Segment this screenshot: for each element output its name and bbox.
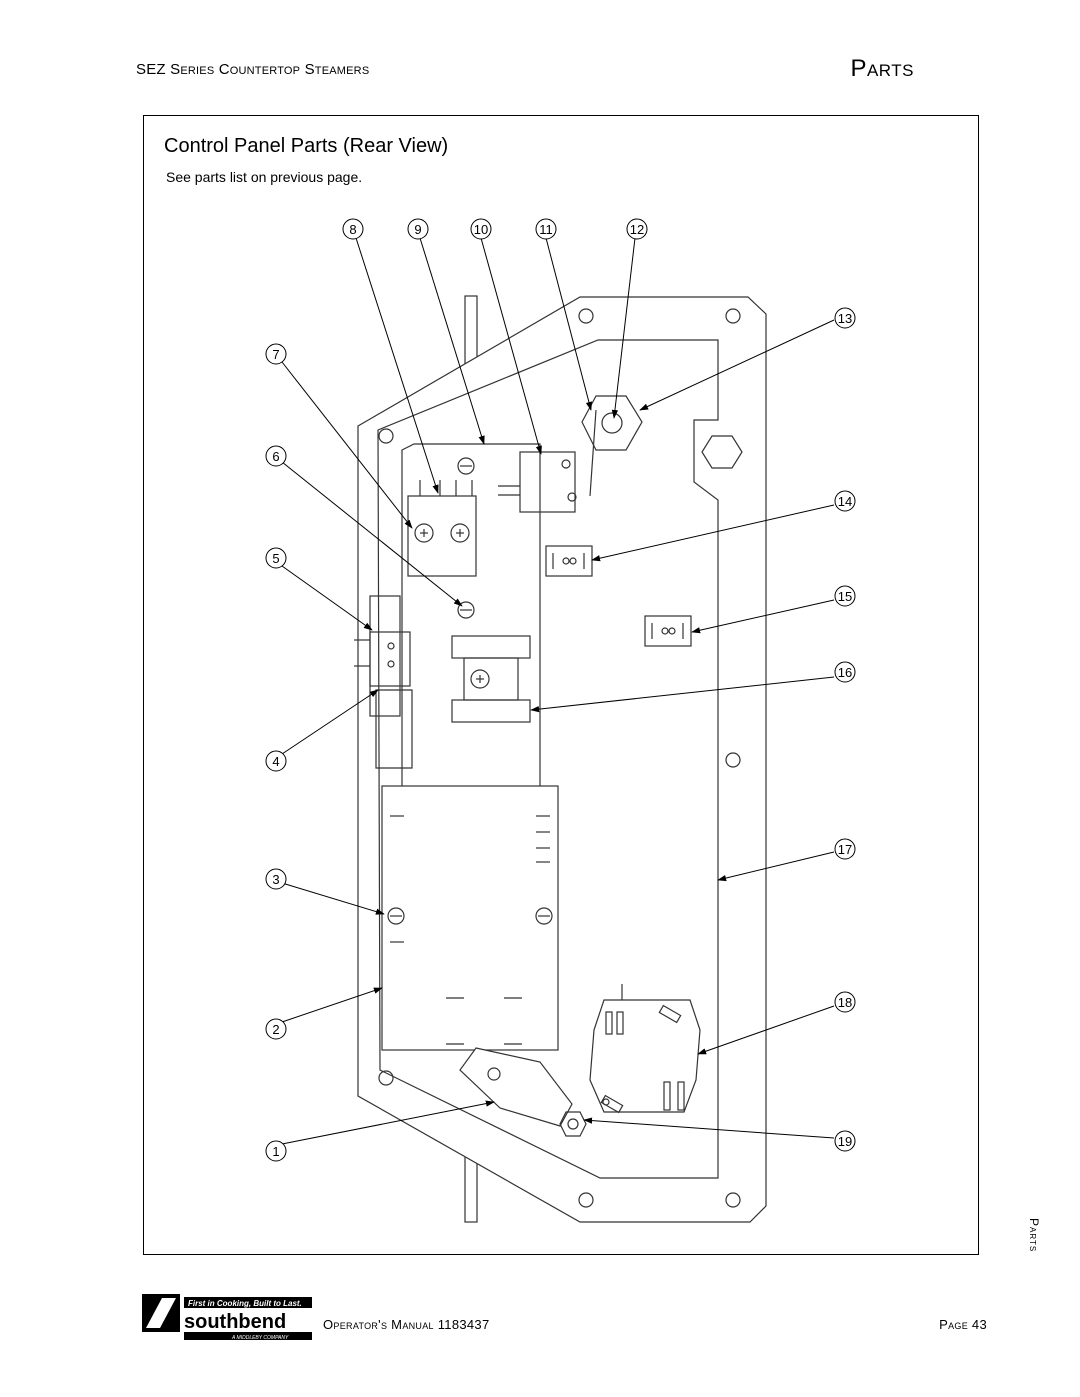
callout-15	[834, 585, 856, 607]
callout-label: 13	[838, 311, 852, 326]
callout-label: 8	[349, 222, 356, 237]
side-tab: Parts	[1019, 1218, 1049, 1278]
callout-label: 3	[272, 872, 279, 887]
callout-7	[265, 343, 287, 365]
callout-label: 18	[838, 995, 852, 1010]
logo-subtitle: A MIDDLEBY COMPANY	[231, 1335, 289, 1341]
callout-4	[265, 750, 287, 772]
callout-10	[470, 218, 492, 240]
callout-label: 4	[272, 754, 279, 769]
footer-page: Page 43	[939, 1317, 987, 1332]
callout-label: 1	[272, 1144, 279, 1159]
callout-label: 5	[272, 551, 279, 566]
callout-17	[834, 838, 856, 860]
callout-2	[265, 1018, 287, 1040]
callout-label: 7	[272, 347, 279, 362]
callout-3	[265, 868, 287, 890]
callout-1	[265, 1140, 287, 1162]
callout-label: 15	[838, 589, 852, 604]
callout-label: 17	[838, 842, 852, 857]
callout-label: 9	[414, 222, 421, 237]
callout-18	[834, 991, 856, 1013]
callout-label: 16	[838, 665, 852, 680]
figure-note: See parts list on previous page.	[166, 169, 363, 185]
footer-manual: Operator's Manual 1183437	[323, 1317, 490, 1332]
callout-13	[834, 307, 856, 329]
section-title: Parts	[850, 55, 914, 82]
logo-tagline: First in Cooking, Built to Last.	[188, 1299, 302, 1308]
callout-14	[834, 490, 856, 512]
callout-label: 19	[838, 1134, 852, 1149]
callout-label: 12	[630, 222, 644, 237]
callout-label: 14	[838, 494, 852, 509]
callout-label: 10	[474, 222, 488, 237]
logo-brand: southbend	[184, 1311, 286, 1333]
figure-title: Control Panel Parts (Rear View)	[164, 135, 449, 157]
side-tab-label: Parts	[1027, 1218, 1041, 1253]
callout-label: 2	[272, 1022, 279, 1037]
callout-16	[834, 661, 856, 683]
figure-frame	[143, 115, 979, 1255]
callout-6	[265, 445, 287, 467]
callout-19	[834, 1130, 856, 1152]
southbend-logo: First in Cooking, Built to Last. southbe…	[142, 1294, 312, 1341]
series-title: SEZ Series Countertop Steamers	[136, 61, 370, 78]
callout-label: 6	[272, 449, 279, 464]
callout-11	[535, 218, 557, 240]
callout-5	[265, 547, 287, 569]
callout-12	[626, 218, 648, 240]
callout-8	[342, 218, 364, 240]
callout-label: 11	[539, 222, 553, 237]
callout-9	[407, 218, 429, 240]
